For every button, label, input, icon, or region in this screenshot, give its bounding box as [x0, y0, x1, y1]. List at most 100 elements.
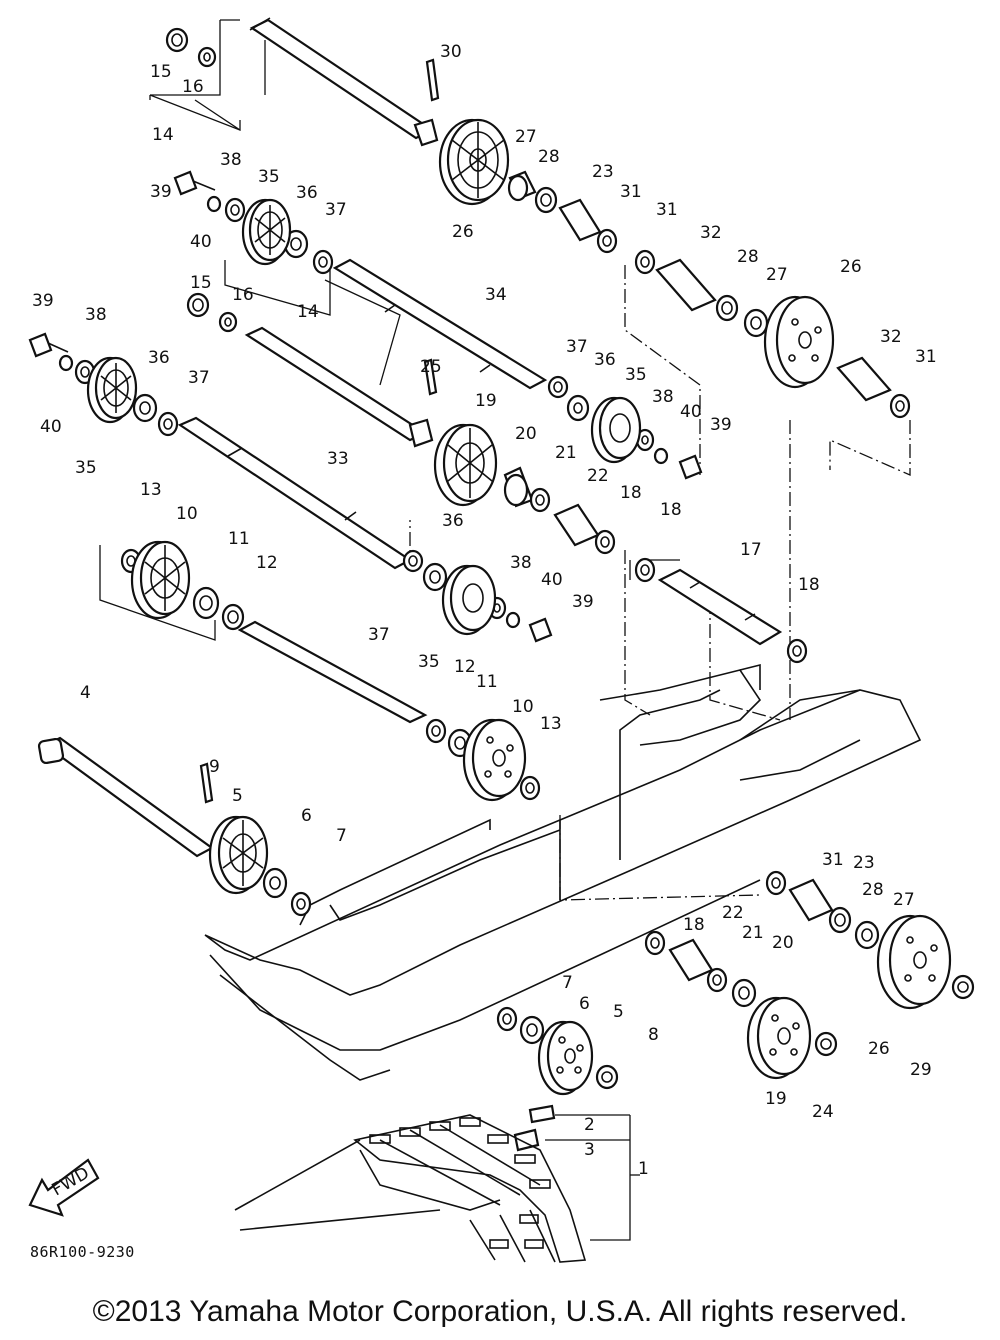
callout-number: 22	[587, 466, 609, 486]
callout-number: 26	[868, 1039, 890, 1059]
callout-number: 14	[297, 302, 319, 322]
exploded-parts-diagram: FWD 301516142728233138353637394026313228…	[28, 17, 975, 1263]
callout-number: 36	[148, 348, 170, 368]
callout-number: 32	[880, 327, 902, 347]
callout-number: 11	[476, 672, 498, 692]
callout-number: 38	[510, 553, 532, 573]
callout-number: 18	[683, 915, 705, 935]
track-belt	[234, 1114, 587, 1263]
callout-number: 26	[840, 257, 862, 277]
leader-lines	[99, 19, 680, 1241]
callout-number: 34	[485, 285, 507, 305]
callout-number: 18	[660, 500, 682, 520]
bolts	[28, 170, 703, 643]
callout-number: 4	[80, 683, 91, 703]
callout-number: 16	[182, 77, 204, 97]
callout-number: 21	[555, 443, 577, 463]
callout-number: 36	[296, 183, 318, 203]
callout-number: 13	[540, 714, 562, 734]
callout-number: 38	[85, 305, 107, 325]
wheel-26-bottom-right	[876, 914, 952, 1010]
callout-number: 19	[475, 391, 497, 411]
callout-number: 7	[562, 973, 573, 993]
callout-number: 28	[538, 147, 560, 167]
callout-number: 12	[256, 553, 278, 573]
callout-number: 39	[710, 415, 732, 435]
callout-number: 11	[228, 529, 250, 549]
drawing-code: 86R100-9230	[30, 1243, 135, 1261]
callout-number: 31	[822, 850, 844, 870]
callout-number: 24	[812, 1102, 834, 1122]
callout-number: 6	[301, 806, 312, 826]
callout-number: 40	[680, 402, 702, 422]
callout-number: 10	[512, 697, 534, 717]
callout-number: 6	[579, 994, 590, 1014]
callout-number: 40	[40, 417, 62, 437]
callout-number: 25	[420, 357, 442, 377]
callout-number: 17	[740, 540, 762, 560]
callout-number: 37	[188, 368, 210, 388]
callout-number: 2	[584, 1115, 595, 1135]
callout-number: 20	[772, 933, 794, 953]
wheel-5-left	[208, 815, 269, 895]
callout-number: 31	[620, 182, 642, 202]
callout-number: 35	[75, 458, 97, 478]
callout-number: 5	[232, 786, 243, 806]
callout-number: 18	[620, 483, 642, 503]
callout-number: 29	[910, 1060, 932, 1080]
callout-number: 21	[742, 923, 764, 943]
callout-number: 7	[336, 826, 347, 846]
callout-number: 27	[515, 127, 537, 147]
copyright-notice: ©2013 Yamaha Motor Corporation, U.S.A. A…	[92, 1295, 908, 1328]
wheels	[86, 118, 952, 1096]
callout-number: 31	[915, 347, 937, 367]
callout-number: 27	[766, 265, 788, 285]
callout-number: 27	[893, 890, 915, 910]
wheel-26-right	[763, 295, 835, 389]
callout-number: 40	[190, 232, 212, 252]
wheel-35-top	[241, 198, 292, 266]
callout-number: 38	[220, 150, 242, 170]
callout-number: 20	[515, 424, 537, 444]
assembly-reference-lines	[409, 265, 911, 901]
callout-number: 28	[862, 880, 884, 900]
callout-number: 23	[592, 162, 614, 182]
callout-number: 5	[613, 1002, 624, 1022]
callout-number: 35	[418, 652, 440, 672]
slide-rail-frame	[204, 663, 922, 1081]
callout-number: 36	[442, 511, 464, 531]
callout-number: 10	[176, 504, 198, 524]
callout-number: 37	[368, 625, 390, 645]
callout-number: 39	[572, 592, 594, 612]
callout-number: 33	[327, 449, 349, 469]
callout-number: 32	[700, 223, 722, 243]
callout-number: 37	[325, 200, 347, 220]
callout-number: 38	[652, 387, 674, 407]
wheel-35-center	[441, 564, 497, 636]
callout-number: 35	[625, 365, 647, 385]
wheel-19-middle	[433, 423, 498, 507]
callout-number: 30	[440, 42, 462, 62]
callout-number: 23	[853, 853, 875, 873]
track-cleats	[369, 1117, 551, 1249]
wheel-35-middle-right	[590, 396, 642, 464]
callout-number: 36	[594, 350, 616, 370]
wheel-10-center	[462, 718, 527, 802]
wheel-35-left	[86, 356, 138, 424]
callout-number: 15	[190, 273, 212, 293]
callout-number: 9	[209, 757, 220, 777]
wheel-10-left	[130, 540, 191, 620]
wheel-26-top	[438, 118, 510, 206]
wheel-19-bottom	[746, 996, 812, 1080]
callout-number: 12	[454, 657, 476, 677]
callout-number: 22	[722, 903, 744, 923]
callout-number: 18	[798, 575, 820, 595]
callout-number: 40	[541, 570, 563, 590]
callout-number: 13	[140, 480, 162, 500]
fwd-arrow-icon: FWD	[28, 1158, 100, 1217]
callout-number: 1	[638, 1159, 649, 1179]
shafts	[37, 17, 783, 858]
callout-number: 39	[150, 182, 172, 202]
callout-number: 39	[32, 291, 54, 311]
